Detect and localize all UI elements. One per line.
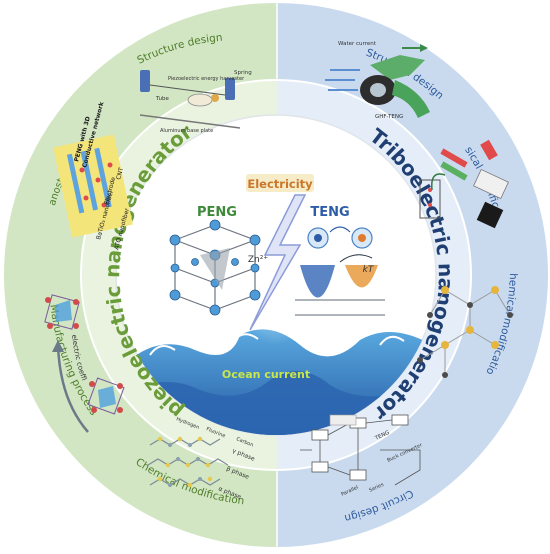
tube-label: Tube [155, 96, 170, 102]
kt-label: kT [363, 265, 375, 275]
potential-wells [295, 254, 385, 316]
teng-label: TENG [310, 205, 349, 220]
energy-harvester-label: Piezoelectric energy harvester [168, 76, 245, 82]
spring-label: Spring [234, 70, 252, 76]
ocean-current-label: Ocean current [222, 368, 310, 381]
polymer-chains [147, 436, 229, 488]
inner-band-border [80, 79, 472, 471]
nanostructure-image [53, 134, 133, 238]
aluminum-plate-label: Aluminum base plate [160, 128, 213, 134]
electricity-label: Electricity [247, 177, 313, 191]
ghf-teng-label: GHF-TENG [375, 114, 403, 120]
left-structure-device [139, 70, 241, 129]
wave-crests [149, 333, 405, 356]
teng-atoms [307, 226, 373, 249]
circuit-diagram [300, 414, 421, 486]
right-structure-device [325, 44, 430, 118]
peng-label: PENG [197, 205, 237, 220]
manufacturing-crystals [44, 294, 125, 433]
physical-modification-image [419, 139, 509, 229]
ion-label: Zn²⁺ [248, 255, 268, 265]
lattice-tetrahedron [200, 248, 230, 290]
water-current-label: Water current [338, 41, 377, 47]
lightning-bolt [249, 194, 307, 331]
lightning-glow [230, 175, 320, 345]
electricity-box [246, 174, 314, 192]
cnt-label: CNT [115, 166, 125, 180]
molecule-network [417, 286, 513, 378]
